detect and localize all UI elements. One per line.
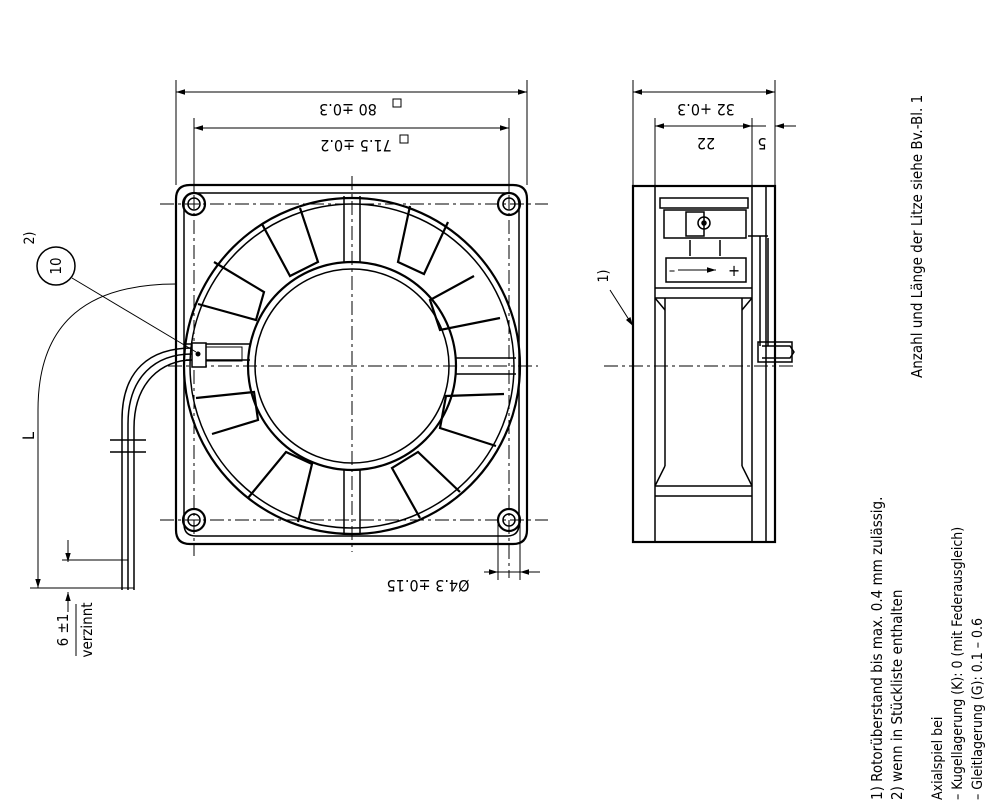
axial-play-title: Axialspiel bei xyxy=(930,717,946,800)
lead-count-note: Anzahl und Länge der Litze siehe Bv.-Bl.… xyxy=(908,95,926,378)
dim-hole-diameter: Ø4.3 ±0.15 xyxy=(387,576,470,595)
axial-play-sleeve: – Gleitlagerung (G): 0.1 – 0.6 xyxy=(970,618,986,800)
axial-play-ball: – Kugellagerung (K): 0 (mit Federausglei… xyxy=(950,527,966,800)
callout-balloon xyxy=(36,246,76,286)
dim-hole-spacing: 71.5 ±0.2 xyxy=(320,136,392,155)
polarity-minus: – xyxy=(669,263,675,279)
dim-depth: 32 +0.3 xyxy=(677,100,735,119)
polarity-plus: + xyxy=(728,261,740,280)
side-view: – + 1) 32 +0.3 22 5 xyxy=(596,80,796,544)
side-frame xyxy=(631,184,777,544)
dim-outer-width: 80 ±0.3 xyxy=(319,100,377,119)
notes: Anzahl und Länge der Litze siehe Bv.-Bl.… xyxy=(868,95,986,800)
callout-balloon-number: 10 xyxy=(47,257,65,274)
tinned-label: verzinnt xyxy=(78,602,96,657)
lead-wires xyxy=(121,347,193,590)
overhang-ref: 1) xyxy=(596,270,612,283)
dim-depth-offset: 5 xyxy=(757,134,766,153)
note-overhang: 1) Rotorüberstand bis max. 0.4 mm zuläss… xyxy=(868,497,886,800)
dim-depth-inner: 22 xyxy=(697,134,715,153)
length-label: L xyxy=(19,432,38,440)
fan-blades xyxy=(195,205,505,523)
struts xyxy=(186,196,516,534)
note-bom: 2) wenn in Stückliste enthalten xyxy=(888,590,906,800)
callout-note-ref: 2) xyxy=(22,232,38,245)
strip-length-label: 6 ±1 xyxy=(54,614,72,647)
front-frame-outer xyxy=(174,183,529,546)
front-view: 10 2) L 6 ±1 verzinnt 80 ±0.3 71.5 ±0.2 … xyxy=(19,80,548,658)
